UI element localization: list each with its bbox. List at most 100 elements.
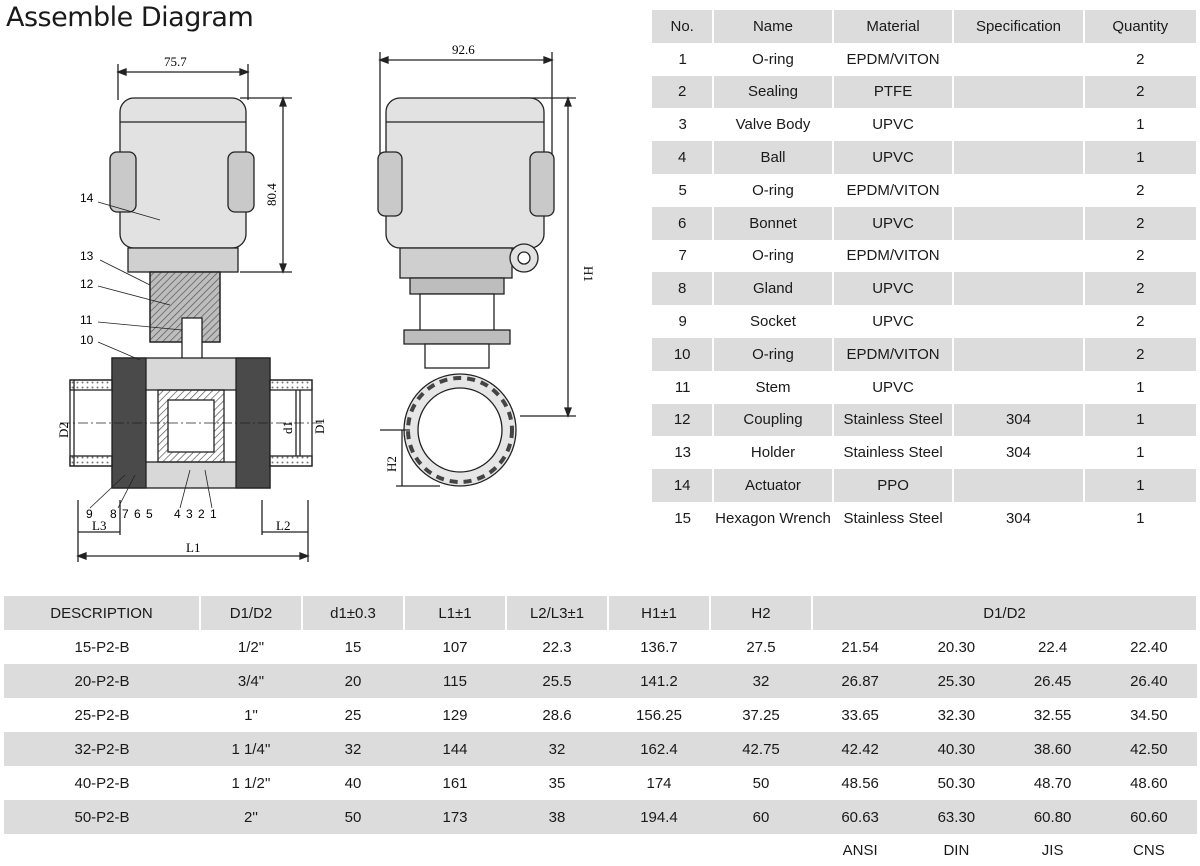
table-cell: 28.6 xyxy=(542,706,572,724)
table-cell: 2 xyxy=(1083,337,1198,371)
table-cell: 162.4 xyxy=(608,732,710,766)
table-cell: UPVC xyxy=(872,116,914,134)
table-cell: 15 xyxy=(344,638,362,656)
table-cell: 20-P2-B xyxy=(4,664,200,698)
table-cell: 1 xyxy=(1083,141,1198,174)
table-cell: 40.30 xyxy=(908,732,1005,766)
parts-table: No. Name Material Specification Quantity… xyxy=(652,10,1198,535)
table-cell: 7 xyxy=(678,247,687,265)
callout-14: 14 xyxy=(80,191,94,205)
table-cell: 6 xyxy=(652,206,715,240)
table-cell: 13 xyxy=(674,444,691,462)
standard-label: CNS xyxy=(1100,834,1197,866)
table-cell xyxy=(953,371,1083,404)
table-cell: 2 xyxy=(1083,75,1198,109)
table-cell: 115 xyxy=(404,664,506,698)
table-cell: 60 xyxy=(710,800,812,834)
table-cell: O-ring xyxy=(713,337,834,371)
table-cell: 161 xyxy=(442,774,468,792)
table-cell: 22.4 xyxy=(1038,638,1068,656)
callout-1: 1 xyxy=(210,507,217,521)
table-cell: 2 xyxy=(1083,272,1198,306)
table-cell: UPVC xyxy=(872,313,914,331)
table-cell: 5 xyxy=(678,181,687,199)
table-cell: Hexagon Wrench xyxy=(715,509,831,527)
table-cell: 38 xyxy=(506,800,608,834)
table-cell: 12 xyxy=(652,403,715,437)
callout-3: 3 xyxy=(186,507,193,521)
table-cell: 1 xyxy=(1136,378,1145,396)
dim-width-right: 92.6 xyxy=(452,42,475,57)
table-cell: 1" xyxy=(244,706,258,724)
table-cell: 4 xyxy=(652,141,715,174)
table-cell xyxy=(953,108,1083,141)
table-cell: 2 xyxy=(652,75,715,109)
parts-header-row: No. Name Material Specification Quantity xyxy=(652,10,1198,43)
callout-4: 4 xyxy=(174,507,181,521)
table-cell: 1 xyxy=(1136,444,1145,462)
table-cell: 107 xyxy=(442,638,468,656)
table-cell: 174 xyxy=(646,774,672,792)
callout-8: 8 xyxy=(110,507,117,521)
standard-label: JIS xyxy=(1004,834,1101,866)
table-cell: UPVC xyxy=(832,206,955,240)
callout-2: 2 xyxy=(198,507,205,521)
table-cell xyxy=(953,337,1085,371)
table-cell: 60.63 xyxy=(812,800,909,834)
table-cell: 304 xyxy=(953,403,1085,437)
table-cell: Ball xyxy=(713,141,834,174)
table-cell xyxy=(953,240,1083,273)
table-cell: 27.5 xyxy=(746,638,776,656)
table-cell: 42.42 xyxy=(812,732,909,766)
table-cell: 144 xyxy=(404,732,506,766)
table-cell: 2 xyxy=(1136,313,1145,331)
table-cell: Holder xyxy=(750,444,796,462)
table-cell: 141.2 xyxy=(608,664,710,698)
table-cell: 194.4 xyxy=(608,800,710,834)
standard-label: ANSI xyxy=(812,834,909,866)
table-cell: 15 xyxy=(674,509,691,527)
table-cell: PTFE xyxy=(832,75,955,109)
table-cell: EPDM/VITON xyxy=(846,50,940,68)
table-cell: 50.30 xyxy=(937,774,976,792)
table-cell: 11 xyxy=(674,378,691,396)
spec-header: H1±1 xyxy=(608,596,711,630)
table-cell xyxy=(953,469,1085,502)
table-cell xyxy=(953,272,1085,306)
empty-cell xyxy=(404,834,506,866)
page-title: Assemble Diagram xyxy=(6,2,254,33)
table-cell: Stem xyxy=(755,378,791,396)
table-cell: 34.50 xyxy=(1130,706,1168,724)
dim-L2: L2 xyxy=(276,518,290,533)
table-cell: 32.55 xyxy=(1033,706,1072,724)
table-cell: 50 xyxy=(752,774,770,792)
table-cell: 1 xyxy=(1083,403,1198,437)
table-cell: 60.80 xyxy=(1004,800,1101,834)
callout-6: 6 xyxy=(134,507,141,521)
table-cell: 32 xyxy=(506,732,608,766)
spec-header: DESCRIPTION xyxy=(4,596,201,630)
table-cell: O-ring xyxy=(752,247,794,265)
table-cell: Valve Body xyxy=(735,116,811,134)
table-cell: 26.40 xyxy=(1100,664,1197,698)
callout-5: 5 xyxy=(146,507,153,521)
empty-cell xyxy=(710,834,812,866)
table-cell: 156.25 xyxy=(636,706,682,724)
callout-12: 12 xyxy=(80,277,94,291)
callout-10: 10 xyxy=(80,333,94,347)
assembly-drawing: 75.7 80.4 14 13 12 11 10 9 8 7 6 5 4 3 2… xyxy=(56,42,596,562)
table-cell: 1 xyxy=(678,50,687,68)
table-cell: 14 xyxy=(652,469,715,502)
table-cell xyxy=(953,305,1083,338)
spec-header-row: DESCRIPTION D1/D2 d1±0.3 L1±1 L2/L3±1 H1… xyxy=(4,596,1198,630)
table-cell: 3/4" xyxy=(200,664,302,698)
